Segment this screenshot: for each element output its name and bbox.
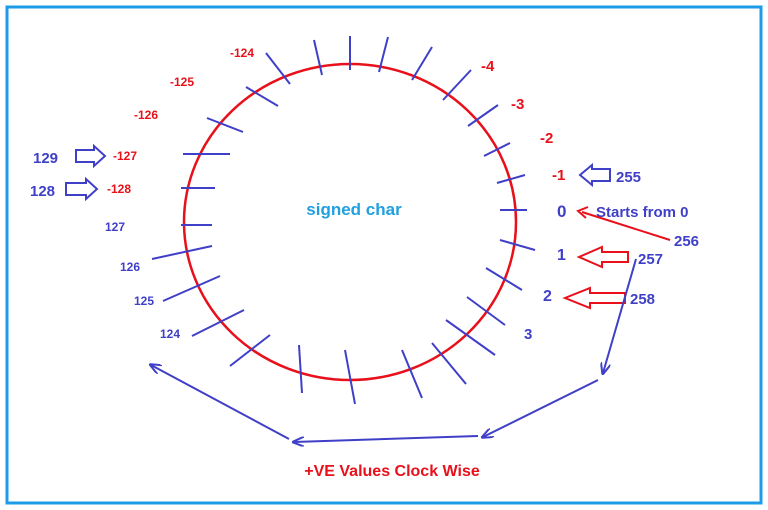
label-three: 3 — [524, 326, 532, 343]
tick-mark — [313, 39, 323, 76]
tick-mark — [265, 52, 291, 85]
tick-mark — [499, 239, 536, 251]
label-zero: 0 — [557, 202, 566, 221]
tick-mark — [496, 174, 526, 184]
tick-mark — [401, 349, 423, 399]
tick-mark — [378, 36, 389, 73]
tick-mark — [344, 349, 356, 405]
label-neg128: -128 — [107, 182, 131, 196]
label-p127: 127 — [105, 220, 125, 234]
arrow-257-icon — [576, 245, 629, 269]
label-p126: 126 — [120, 260, 140, 274]
tick-mark — [229, 334, 271, 367]
label-p124: 124 — [160, 327, 180, 341]
direction-arrow — [603, 258, 637, 373]
tick-mark — [467, 104, 499, 127]
tick-mark — [411, 46, 433, 81]
label-neg125: -125 — [170, 75, 194, 89]
tick-mark — [431, 342, 467, 385]
label-one: 1 — [557, 247, 566, 264]
label-neg1: -1 — [552, 167, 565, 184]
tick-mark — [466, 296, 506, 326]
pointer-256-head-icon — [576, 206, 589, 219]
negative-labels: -124 -125 -126 -127 -128 -4 -3 -2 -1 — [107, 46, 565, 196]
arrow-255-icon — [578, 162, 611, 188]
label-neg124: -124 — [230, 46, 254, 60]
tick-mark — [151, 245, 213, 260]
tick-mark — [445, 319, 496, 356]
tick-mark — [442, 69, 472, 101]
label-129: 129 — [33, 150, 58, 167]
label-257: 257 — [638, 251, 663, 268]
pointer-256-line — [581, 211, 671, 241]
label-neg2: -2 — [540, 130, 553, 147]
start-note: Starts from 0 — [596, 204, 689, 221]
tick-marks — [151, 36, 536, 405]
direction-arrow — [483, 379, 599, 437]
center-title: signed char — [306, 200, 402, 219]
outer-frame — [5, 5, 763, 505]
direction-caption: +VE Values Clock Wise — [304, 463, 480, 480]
label-neg3: -3 — [511, 96, 524, 113]
arrow-258-icon — [562, 286, 626, 310]
label-neg4: -4 — [481, 58, 495, 75]
tick-mark — [162, 275, 221, 302]
tick-mark — [206, 117, 244, 133]
tick-mark — [191, 309, 245, 337]
label-258: 258 — [630, 291, 655, 308]
direction-arrow — [294, 435, 479, 442]
value-circle — [182, 62, 518, 382]
label-neg126: -126 — [134, 108, 158, 122]
tick-mark — [483, 142, 511, 157]
label-neg127: -127 — [113, 149, 137, 163]
arrow-128-icon — [65, 176, 99, 202]
tick-mark — [245, 86, 279, 107]
positive-labels: 0 1 2 3 127 126 125 124 — [105, 202, 566, 343]
label-two: 2 — [543, 288, 552, 305]
tick-mark — [298, 344, 303, 394]
label-255: 255 — [616, 169, 641, 186]
arrow-129-icon — [75, 143, 107, 169]
direction-arrow — [151, 365, 290, 440]
label-256: 256 — [674, 233, 699, 250]
label-128: 128 — [30, 183, 55, 200]
tick-mark — [485, 267, 523, 291]
clockwise-direction-arrows — [151, 258, 637, 442]
label-p125: 125 — [134, 294, 154, 308]
overflow-labels: 129 128 255 256 257 258 — [30, 150, 699, 308]
